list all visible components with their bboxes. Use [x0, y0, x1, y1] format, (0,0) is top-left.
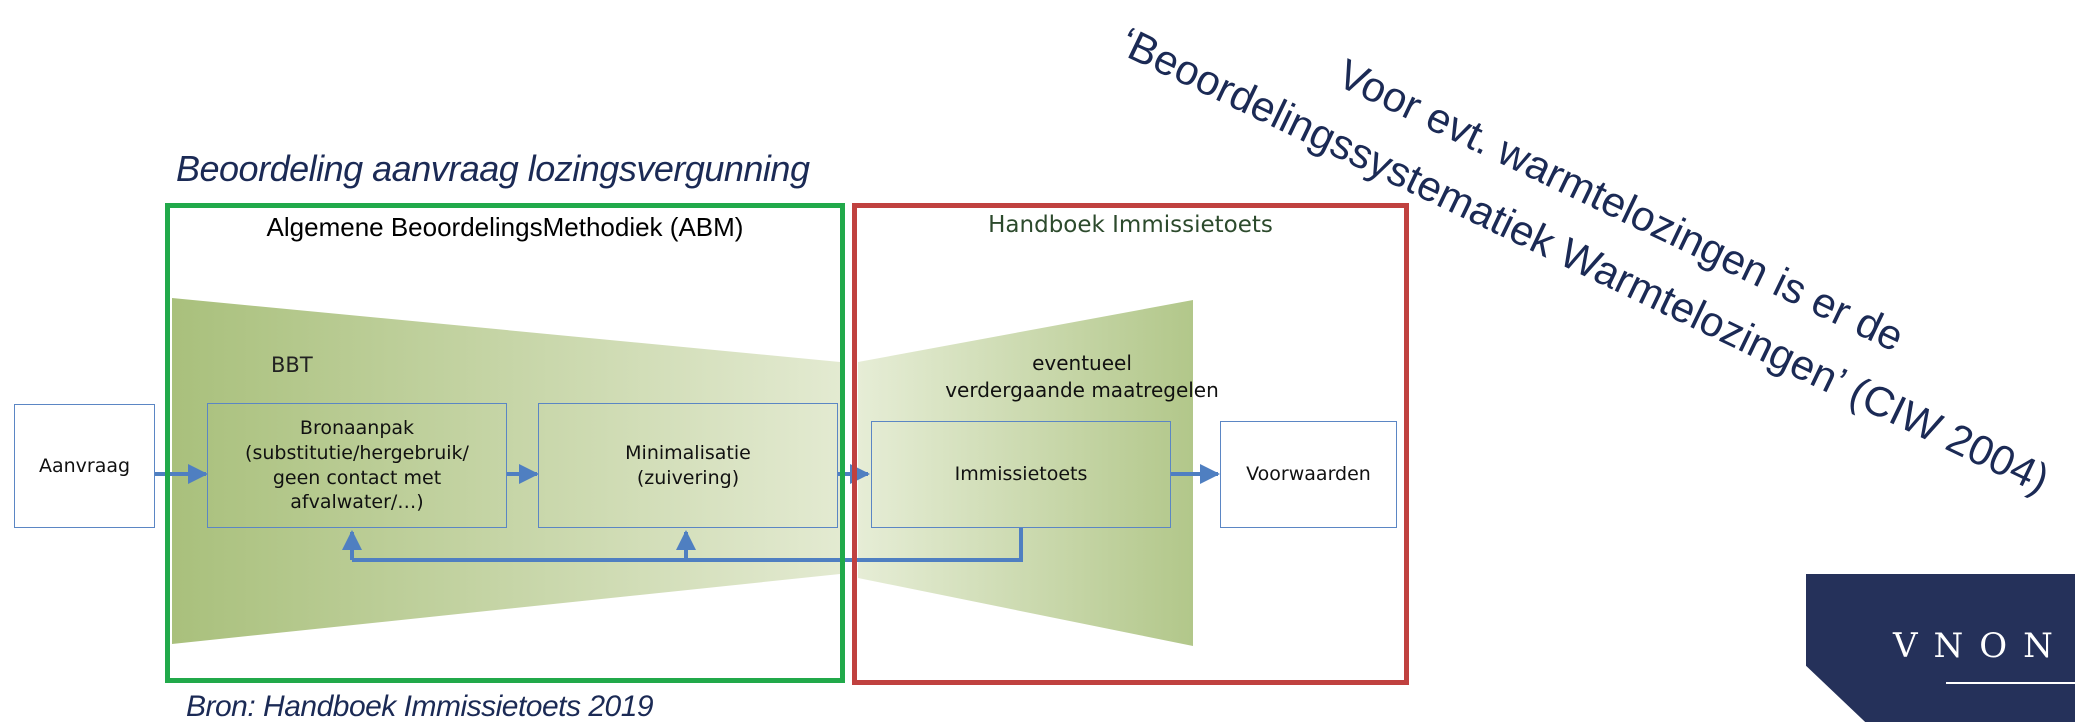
bronaanpak-line2: (substitutie/hergebruik/ — [245, 441, 469, 464]
diagram-title: Beoordeling aanvraag lozingsvergunning — [176, 148, 810, 189]
immissietoets-frame — [852, 203, 1409, 685]
bbt-label: BBT — [271, 353, 313, 377]
logo-text: VNON — [1893, 626, 2069, 666]
voorwaarden-box: Voorwaarden — [1220, 421, 1397, 528]
bronaanpak-line3: geen contact met — [272, 466, 442, 489]
logo-underline — [1946, 682, 2075, 684]
bronaanpak-line4: afvalwater/…) — [290, 491, 424, 514]
aanvraag-box: Aanvraag — [14, 404, 155, 528]
further-measures-line2: verdergaande maatregelen — [945, 378, 1219, 402]
minimalisatie-box: Minimalisatie (zuivering) — [538, 403, 838, 528]
minimalisatie-line2: (zuivering) — [636, 466, 740, 489]
abm-title: Algemene BeoordelingsMethodiek (ABM) — [266, 212, 744, 242]
further-measures-line1: eventueel — [1032, 351, 1132, 375]
bronaanpak-box: Bronaanpak (substitutie/hergebruik/ geen… — [207, 403, 507, 528]
immissietoets-box: Immissietoets — [871, 421, 1171, 528]
source-caption: Bron: Handboek Immissietoets 2019 — [186, 690, 654, 723]
vnon-logo — [1806, 574, 2075, 722]
immissietoets-section-title: Handboek Immissietoets — [988, 212, 1273, 238]
bronaanpak-line1: Bronaanpak — [299, 417, 415, 440]
voorwaarden-label: Voorwaarden — [1246, 463, 1371, 486]
further-measures-label: eventueel verdergaande maatregelen — [872, 350, 1292, 404]
aanvraag-label: Aanvraag — [38, 454, 131, 477]
minimalisatie-line1: Minimalisatie — [625, 441, 751, 464]
abm-frame — [165, 203, 845, 683]
immissietoets-label: Immissietoets — [954, 463, 1088, 486]
feedback-line — [352, 528, 1023, 562]
